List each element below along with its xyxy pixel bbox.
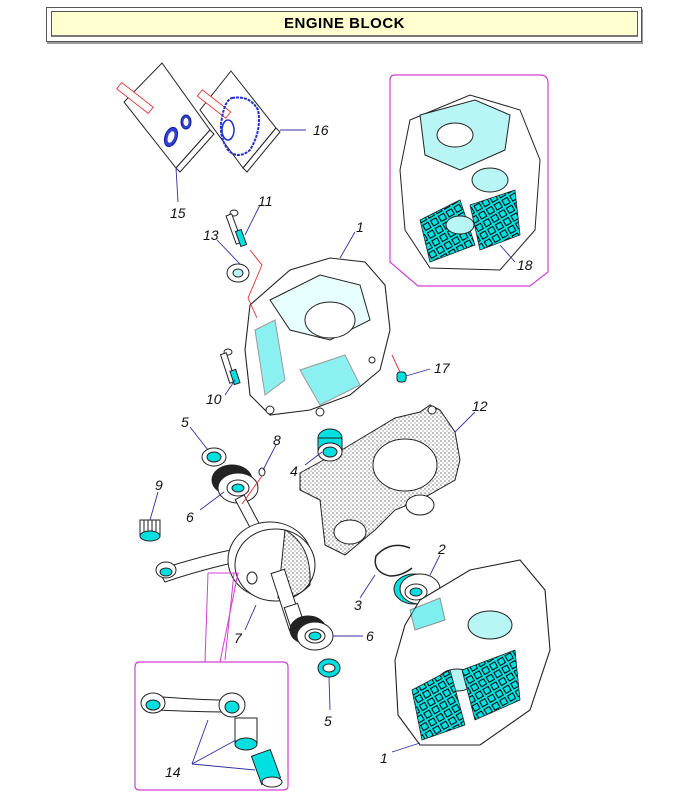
callout-11: 11 <box>258 193 273 209</box>
crankcase-half-lower[interactable] <box>394 559 551 746</box>
callout-7: 7 <box>234 630 243 646</box>
callout-9: 9 <box>155 477 163 493</box>
callout-12: 12 <box>472 398 488 414</box>
bearing-seal-kit-box[interactable] <box>116 62 215 173</box>
crankcase-half-upper[interactable] <box>244 257 391 417</box>
stud[interactable] <box>225 209 248 248</box>
callout-8: 8 <box>273 432 281 448</box>
callout-1-lower: 1 <box>380 750 388 766</box>
crankshaft-bearing-lower[interactable] <box>289 615 334 651</box>
crankcase-assembly-detail[interactable] <box>389 74 549 287</box>
callout-labels: 15 16 11 13 1 18 10 17 12 4 5 8 6 9 7 6 … <box>155 122 533 780</box>
callout-15: 15 <box>170 205 186 221</box>
callout-4: 4 <box>290 463 298 479</box>
gasket-kit-box[interactable] <box>196 70 281 173</box>
needle-bearing[interactable] <box>317 428 343 462</box>
callout-13: 13 <box>203 227 219 243</box>
washer[interactable] <box>226 263 250 283</box>
callout-6-lower: 6 <box>366 628 374 644</box>
crankshaft[interactable] <box>155 494 316 632</box>
callout-5-lower: 5 <box>324 713 332 729</box>
callout-5-upper: 5 <box>181 414 189 430</box>
circlip[interactable] <box>374 544 413 577</box>
leader-lines <box>149 129 516 771</box>
bolt[interactable] <box>219 348 241 386</box>
woodruff-key[interactable] <box>258 467 266 477</box>
oil-seal-upper[interactable] <box>201 447 227 467</box>
page-title: ENGINE BLOCK <box>283 15 405 32</box>
crankcase-gasket[interactable] <box>299 404 461 556</box>
connecting-rod-kit-detail[interactable] <box>134 572 289 791</box>
callout-16: 16 <box>313 122 329 138</box>
oil-seal-lower[interactable] <box>317 658 341 678</box>
callout-3: 3 <box>354 597 362 613</box>
callout-10: 10 <box>206 391 222 407</box>
callout-14: 14 <box>165 764 181 780</box>
assembly-hint-lines <box>241 249 401 505</box>
title-frame: ENGINE BLOCK <box>46 7 642 42</box>
needle-cage[interactable] <box>139 519 161 542</box>
callout-17: 17 <box>434 360 451 376</box>
title-bar: ENGINE BLOCK <box>51 11 638 37</box>
callout-18: 18 <box>517 257 533 273</box>
crankshaft-bearing-upper[interactable] <box>211 464 259 504</box>
callout-2: 2 <box>437 541 446 557</box>
dowel-pin[interactable] <box>396 371 407 383</box>
callout-1-upper: 1 <box>356 219 364 235</box>
callout-6-upper: 6 <box>186 509 194 525</box>
